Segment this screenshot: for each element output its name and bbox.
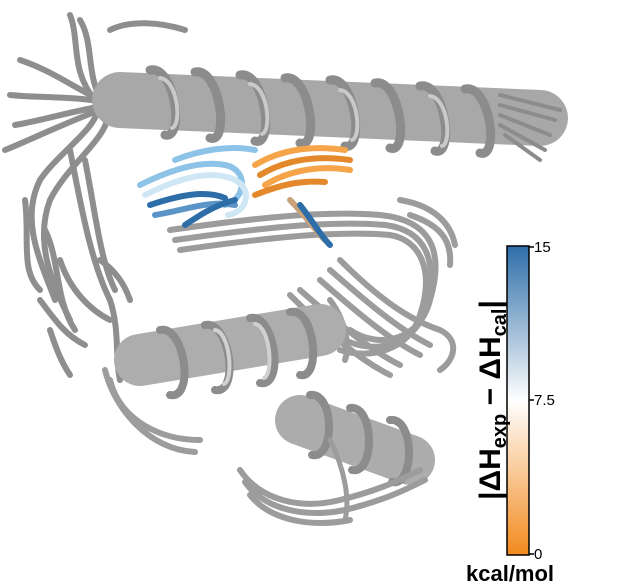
left-loop-bundle — [2, 12, 188, 383]
middle-strands — [167, 197, 458, 378]
title-sub-exp: exp — [489, 413, 511, 449]
highlighted-loop — [137, 145, 353, 248]
title-part-close: | — [474, 300, 507, 309]
upper-helix — [92, 65, 568, 162]
colorbar-unit-label: kcal/mol — [466, 561, 555, 586]
title-part-minus: − ΔH — [474, 336, 507, 414]
lower-left-helix — [102, 304, 346, 455]
colorbar — [506, 245, 534, 556]
protein-structure — [2, 12, 568, 526]
title-part-open: |ΔH — [474, 448, 507, 500]
title-sub-cal: cal — [489, 308, 511, 337]
colorbar-tick-label-mid: 7.5 — [534, 392, 555, 409]
colorbar-tick-label-min: 0 — [534, 546, 543, 563]
colorbar-tick-label-max: 15 — [534, 239, 551, 256]
lower-right-helix — [237, 391, 435, 526]
colorbar-gradient — [506, 245, 530, 556]
